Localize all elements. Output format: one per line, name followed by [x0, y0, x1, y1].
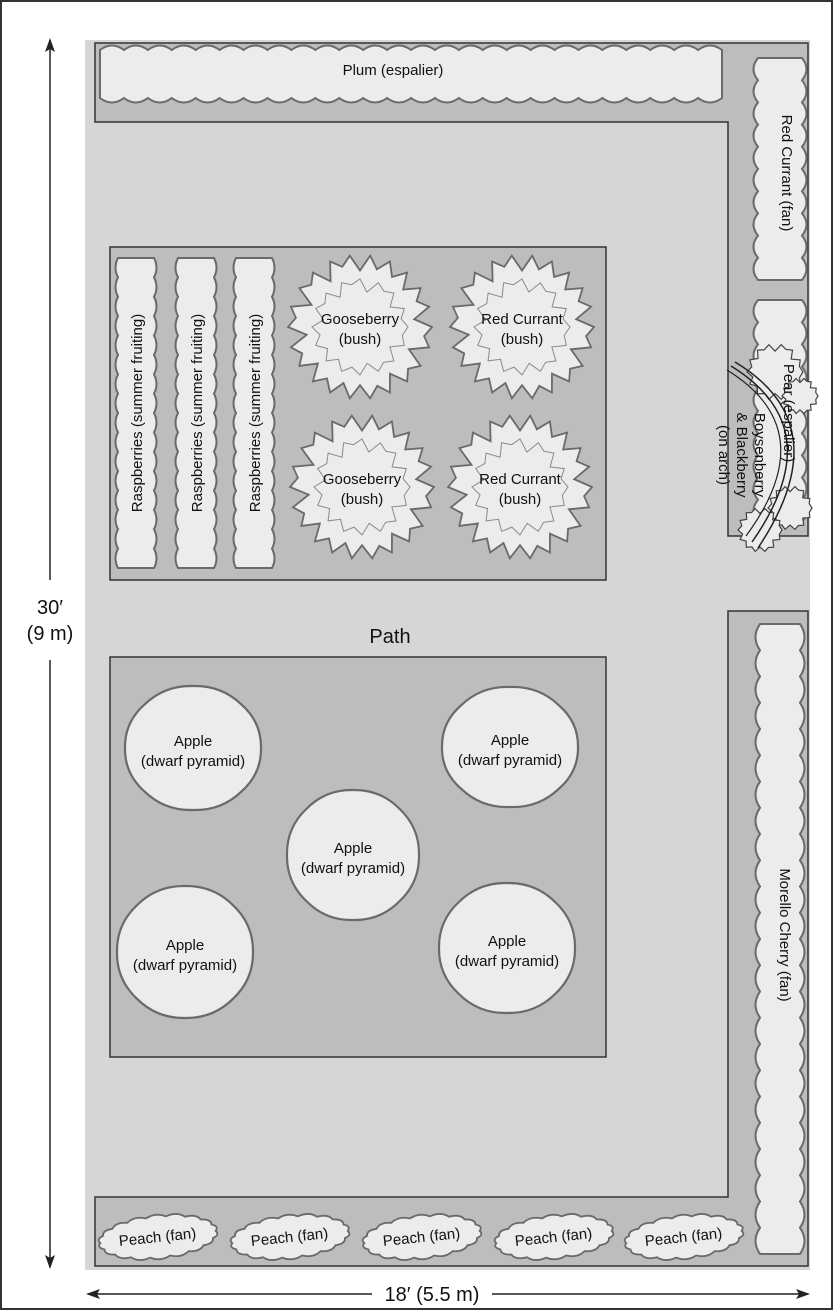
hedge-plants — [99, 44, 819, 1255]
morello-cherry-fan — [754, 623, 806, 1255]
apple-form-label: (dwarf pyramid) — [455, 953, 559, 970]
boysenberry-foliage — [737, 343, 819, 553]
apple-form-label: (dwarf pyramid) — [301, 860, 405, 877]
raspberry-label: Raspberries (summer fruiting) — [189, 314, 206, 512]
height-label: 30′ — [37, 597, 63, 619]
apple-form-label: (dwarf pyramid) — [133, 957, 237, 974]
fruit-bush: Red Currant (bush) — [446, 413, 594, 561]
peach-fan: Peach (fan) — [229, 1213, 351, 1261]
apple-trees: Apple (dwarf pyramid) Apple (dwarf pyramid)… — [115, 684, 580, 1020]
path-label: Path — [369, 626, 410, 648]
apple-name-label: Apple — [334, 840, 372, 857]
peach-fan: Peach (fan) — [97, 1213, 219, 1261]
raspberry-row: Raspberries (summer fruiting) — [232, 257, 276, 569]
bush-form-label: (bush) — [341, 491, 384, 508]
red-currant-fan-label: Red Currant (fan) — [778, 115, 795, 232]
peach-fans: Peach (fan)Peach (fan)Peach (fan)Peach (… — [97, 1213, 745, 1261]
apple-name-label: Apple — [174, 733, 212, 750]
width-label: 18′ (5.5 m) — [385, 1284, 480, 1306]
pear-label: Pear (espalier) — [780, 364, 797, 462]
height-metric-label: (9 m) — [27, 623, 74, 645]
apple-tree: Apple (dwarf pyramid) — [285, 788, 421, 922]
apple-tree: Apple (dwarf pyramid) — [440, 685, 580, 809]
red-currant-fan — [752, 57, 808, 281]
fruit-bush: Gooseberry (bush) — [288, 413, 436, 561]
raspberry-rows: Raspberries (summer fruiting) Raspberries… — [114, 257, 276, 569]
apple-name-label: Apple — [488, 933, 526, 950]
bush-form-label: (bush) — [501, 331, 544, 348]
apple-name-label: Apple — [491, 732, 529, 749]
bush-name-label: Gooseberry — [321, 311, 400, 328]
arch — [726, 361, 795, 549]
apple-tree: Apple (dwarf pyramid) — [115, 884, 255, 1020]
bush-form-label: (bush) — [339, 331, 382, 348]
raspberry-label: Raspberries (summer fruiting) — [129, 314, 146, 512]
peach-fan: Peach (fan) — [623, 1213, 745, 1261]
fruit-bush: Gooseberry (bush) — [286, 253, 434, 401]
raspberry-label: Raspberries (summer fruiting) — [247, 314, 264, 512]
boysenberry-label-line3: (on arch) — [715, 425, 732, 485]
boysenberry-label-line1: Boysenberry — [751, 413, 768, 498]
apple-form-label: (dwarf pyramid) — [458, 752, 562, 769]
apple-tree: Apple (dwarf pyramid) — [123, 684, 263, 812]
raspberry-row: Raspberries (summer fruiting) — [114, 257, 158, 569]
plum-espalier — [99, 44, 723, 104]
apple-form-label: (dwarf pyramid) — [141, 753, 245, 770]
fruit-bush: Red Currant (bush) — [448, 253, 596, 401]
garden-area — [85, 40, 810, 1270]
bush-name-label: Red Currant — [479, 471, 562, 488]
boysenberry-label-line2: & Blackberry — [733, 412, 750, 498]
morello-cherry-label: Morello Cherry (fan) — [776, 868, 793, 1001]
apple-name-label: Apple — [166, 937, 204, 954]
raspberry-row: Raspberries (summer fruiting) — [174, 257, 218, 569]
height-dimension: 30′ (9 m) — [27, 38, 74, 1269]
fruit-bushes: Gooseberry(bush)Red Currant(bush)Goosebe… — [286, 253, 596, 561]
bush-name-label: Gooseberry — [323, 471, 402, 488]
bush-name-label: Red Currant — [481, 311, 564, 328]
peach-fan: Peach (fan) — [493, 1213, 615, 1261]
plum-label: Plum (espalier) — [343, 62, 444, 79]
apple-tree: Apple (dwarf pyramid) — [437, 881, 577, 1015]
boysenberry-label: Boysenberry & Blackberry (on arch) — [715, 412, 768, 498]
bottom-right-border-bed — [94, 610, 809, 1267]
width-dimension: 18′ (5.5 m) — [86, 1284, 810, 1306]
bush-form-label: (bush) — [499, 491, 542, 508]
peach-fan: Peach (fan) — [361, 1213, 483, 1261]
